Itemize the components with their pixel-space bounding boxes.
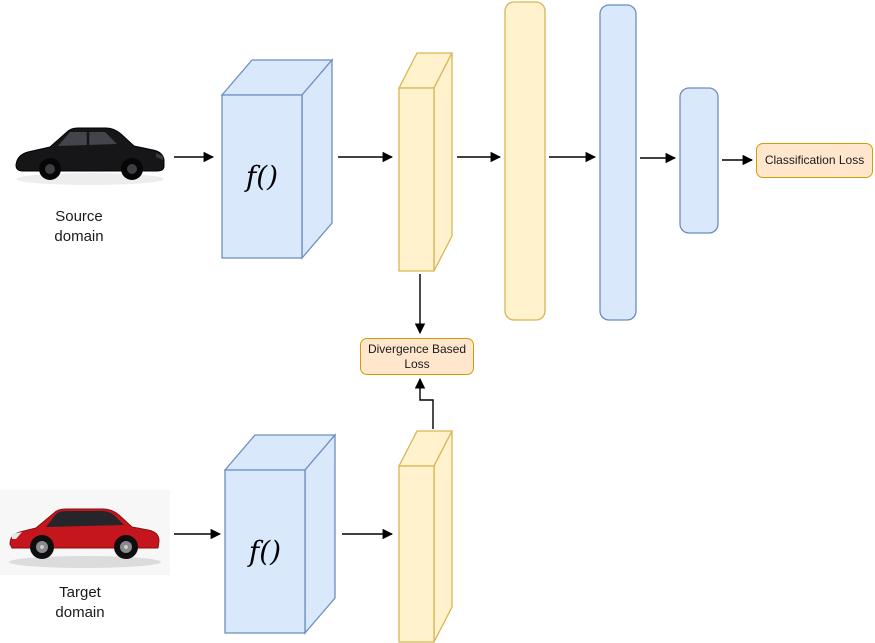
box-front-face — [221, 94, 303, 259]
slab-right-face — [433, 52, 453, 272]
source-feature-extractor-label: f() — [245, 160, 279, 193]
red-car-image — [0, 490, 170, 575]
source-domain-label: Source domain — [54, 207, 104, 245]
yellow-layer-bar — [504, 1, 546, 321]
slab-right-face — [433, 430, 453, 643]
box-right-face — [301, 58, 333, 260]
box-right-face — [304, 433, 336, 635]
black-car-image — [15, 127, 165, 185]
slab-front-face — [398, 465, 435, 643]
divergence-loss-box: Divergence Based Loss — [360, 338, 474, 375]
classification-loss-box: Classification Loss — [756, 143, 873, 178]
slab-front-face — [398, 87, 435, 272]
target-feature-extractor-box — [223, 433, 337, 635]
blue-layer-bar-small — [679, 87, 719, 234]
source-feature-slab — [397, 52, 454, 272]
target-domain-label: Target domain — [55, 583, 105, 621]
target-feature-extractor-label: f() — [248, 535, 282, 568]
arrow-target-slab-to-divergence-loss — [414, 377, 434, 429]
source-feature-extractor-box — [220, 58, 334, 260]
blue-layer-bar — [599, 4, 637, 321]
box-front-face — [224, 469, 306, 634]
car-windows — [46, 511, 124, 527]
target-feature-slab — [397, 430, 454, 643]
